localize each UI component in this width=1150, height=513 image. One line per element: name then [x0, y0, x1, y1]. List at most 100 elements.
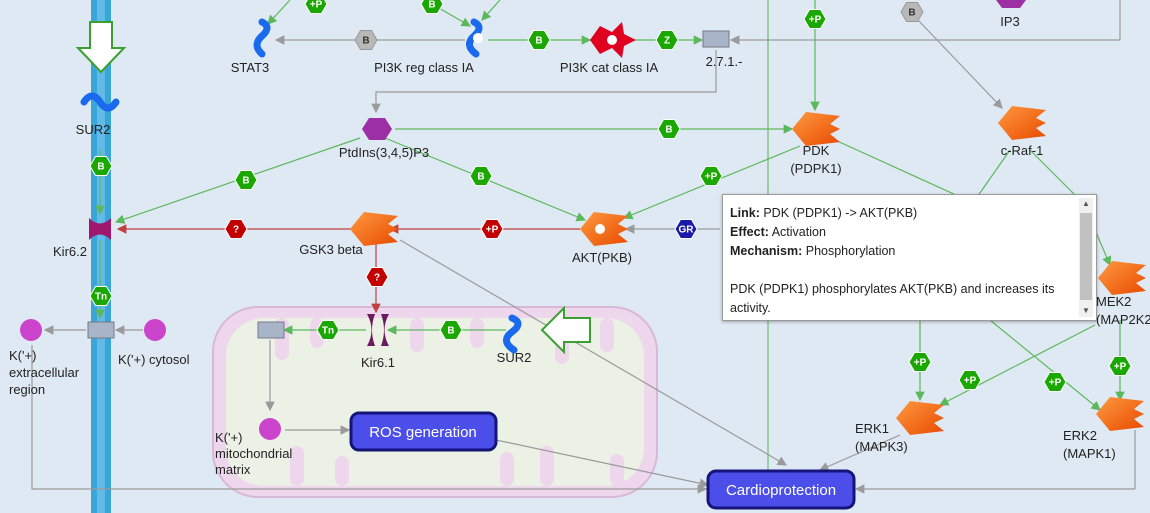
link-badge-b[interactable]: B	[420, 0, 444, 14]
badge-label: ?	[374, 273, 380, 284]
edge	[989, 319, 1101, 411]
erk2-kinase-icon[interactable]	[1096, 397, 1144, 431]
link-badge-plus_p[interactable]: +P	[1043, 372, 1067, 392]
k-extra-metabolite-icon[interactable]	[20, 319, 42, 341]
enzyme-271-label: 2.7.1.-	[706, 54, 743, 69]
edge	[371, 50, 717, 114]
link-badge-b[interactable]: B	[89, 156, 113, 176]
link-badge-b[interactable]: B	[657, 119, 681, 139]
akt-label: AKT(PKB)	[572, 250, 632, 265]
ptdins-metabolite-icon[interactable]	[362, 118, 392, 140]
link-tooltip[interactable]: Link: PDK (PDPK1) -> AKT(PKB) Effect: Ac…	[722, 194, 1097, 321]
link-badge-plus_p[interactable]: +P	[908, 352, 932, 372]
scroll-thumb[interactable]	[1080, 213, 1092, 300]
badge-hexagon	[657, 119, 681, 139]
ip3-metabolite-icon[interactable]	[996, 0, 1026, 8]
link-badge-b[interactable]: B	[354, 30, 378, 50]
badge-hexagon	[234, 170, 258, 190]
link-badge-plus_p[interactable]: +P	[803, 9, 827, 29]
channel-complex-box[interactable]	[87, 321, 115, 339]
link-badge-plus_p[interactable]: +P	[1108, 356, 1132, 376]
link-badge-tn[interactable]: Tn	[316, 320, 340, 340]
badge-label: B	[242, 176, 249, 187]
k-cytosol-metabolite-icon[interactable]	[144, 319, 166, 341]
link-badge-gr[interactable]: GR	[674, 219, 698, 239]
kir61-channel-icon[interactable]	[367, 314, 389, 346]
link-badge-plus_p[interactable]: +P	[480, 219, 504, 239]
pi3k-reg-label: PI3K reg class IA	[374, 60, 474, 75]
tooltip-link-value: PDK (PDPK1) -> AKT(PKB)	[763, 206, 918, 220]
badge-hexagon	[89, 286, 113, 306]
ros-generation-box[interactable]: ROS generation	[349, 411, 498, 452]
link-badge-tn[interactable]: Tn	[89, 286, 113, 306]
badge-hexagon	[420, 0, 444, 14]
gsk3b-label: GSK3 beta	[299, 242, 363, 257]
edge	[399, 239, 788, 466]
badge-hexagon	[1108, 356, 1132, 376]
gsk3b-kinase-icon[interactable]	[350, 212, 398, 246]
sur2-receptor-icon[interactable]	[80, 92, 120, 112]
erk1-kinase-icon[interactable]	[896, 401, 944, 435]
link-badge-z[interactable]: Z	[655, 30, 679, 50]
badge-hexagon	[1043, 372, 1067, 392]
channel-complex-mito-box[interactable]	[257, 321, 285, 339]
sur2-mito-label: SUR2	[497, 350, 532, 365]
badge-hexagon	[908, 352, 932, 372]
pdk-kinase-icon[interactable]	[792, 112, 840, 146]
badge-hexagon	[89, 156, 113, 176]
badge-label: +P	[914, 358, 927, 369]
stat3-gene-icon[interactable]	[253, 18, 271, 58]
kir62-channel-icon[interactable]	[89, 218, 111, 240]
link-badge-b[interactable]: B	[469, 166, 493, 186]
pi3k-cat-icon[interactable]	[590, 22, 636, 58]
link-badge-b[interactable]: B	[527, 30, 551, 50]
badge-label: +P	[705, 172, 718, 183]
k-mito-metabolite-icon[interactable]	[259, 418, 281, 440]
link-badge-b[interactable]: B	[900, 2, 924, 22]
tooltip-description: PDK (PDPK1) phosphorylates AKT(PKB) and …	[730, 282, 1055, 315]
scroll-down-icon[interactable]: ▼	[1082, 306, 1090, 315]
badge-hexagon	[900, 2, 924, 22]
link-badge-b[interactable]: B	[439, 320, 463, 340]
link-badge-b[interactable]: B	[234, 170, 258, 190]
pdk-label: PDK(PDPK1)	[790, 143, 841, 176]
badge-label: Tn	[322, 326, 334, 337]
edge	[938, 324, 1096, 406]
badge-hexagon	[699, 166, 723, 186]
link-badge-plus_p[interactable]: +P	[958, 370, 982, 390]
mek2-label: MEK2(MAP2K2)	[1096, 294, 1150, 327]
inhibitor-arrow-icon	[75, 21, 127, 74]
tooltip-scrollbar[interactable]: ▲ ▼	[1079, 198, 1093, 317]
link-badge-q[interactable]: ?	[224, 219, 248, 239]
badge-hexagon	[365, 267, 389, 287]
badge-hexagon	[803, 9, 827, 29]
link-badge-q[interactable]: ?	[365, 267, 389, 287]
badge-label: +P	[1114, 362, 1127, 373]
badge-hexagon	[527, 30, 551, 50]
stat3-label: STAT3	[231, 60, 270, 75]
erk1-label-line: (MAPK3)	[855, 439, 908, 454]
craf-kinase-icon[interactable]	[998, 106, 1046, 140]
craf-label: c-Raf-1	[1001, 143, 1044, 158]
link-badge-plus_p[interactable]: +P	[304, 0, 328, 14]
mek2-kinase-icon[interactable]	[1098, 261, 1146, 295]
akt-kinase-icon[interactable]	[580, 212, 628, 246]
badge-label: +P	[964, 376, 977, 387]
tooltip-effect-label: Effect:	[730, 225, 769, 239]
k_extra-label-line: K('+)	[9, 348, 36, 363]
edge	[818, 434, 901, 472]
cardioprotection-box[interactable]: Cardioprotection	[706, 469, 856, 510]
pi3k-reg-icon[interactable]	[466, 18, 483, 58]
link-badge-plus_p[interactable]: +P	[699, 166, 723, 186]
scroll-up-icon[interactable]: ▲	[1082, 199, 1090, 208]
ip3-label: IP3	[1000, 14, 1020, 29]
edge	[481, 0, 501, 21]
badge-label: B	[428, 0, 435, 11]
k-cytosol-label: K('+) cytosol	[118, 352, 190, 367]
enzyme-271-box[interactable]	[702, 30, 730, 48]
sur2-mito-icon[interactable]	[503, 314, 522, 354]
k_extra-label-line: region	[9, 382, 45, 397]
